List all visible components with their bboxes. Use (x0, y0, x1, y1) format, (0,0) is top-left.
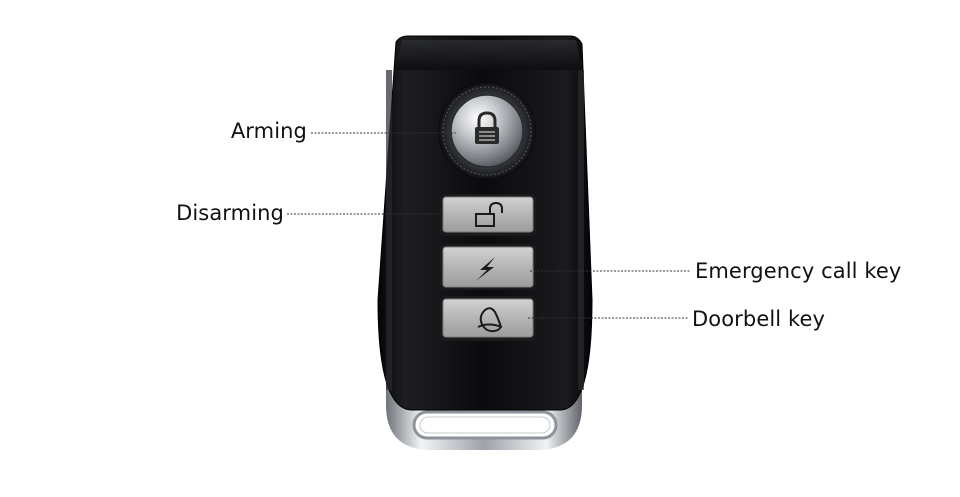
arming-button[interactable] (438, 82, 536, 180)
keyring-slot-inner (419, 416, 551, 434)
lock-open-icon (475, 201, 503, 227)
emergency-button[interactable] (440, 244, 536, 290)
lock-closed-icon (475, 111, 499, 144)
disarming-label: Disarming (176, 201, 284, 225)
right-edge-highlight (578, 70, 584, 390)
arming-label: Arming (230, 119, 307, 143)
left-edge-highlight (386, 70, 392, 390)
doorbell-button[interactable] (440, 296, 536, 341)
remote-top-cap (396, 40, 582, 70)
emergency-call-key-label: Emergency call key (695, 259, 902, 283)
doorbell-key-label: Doorbell key (692, 307, 826, 331)
disarming-button[interactable] (440, 194, 536, 236)
bell-icon (477, 307, 503, 333)
lightning-icon (476, 257, 495, 281)
